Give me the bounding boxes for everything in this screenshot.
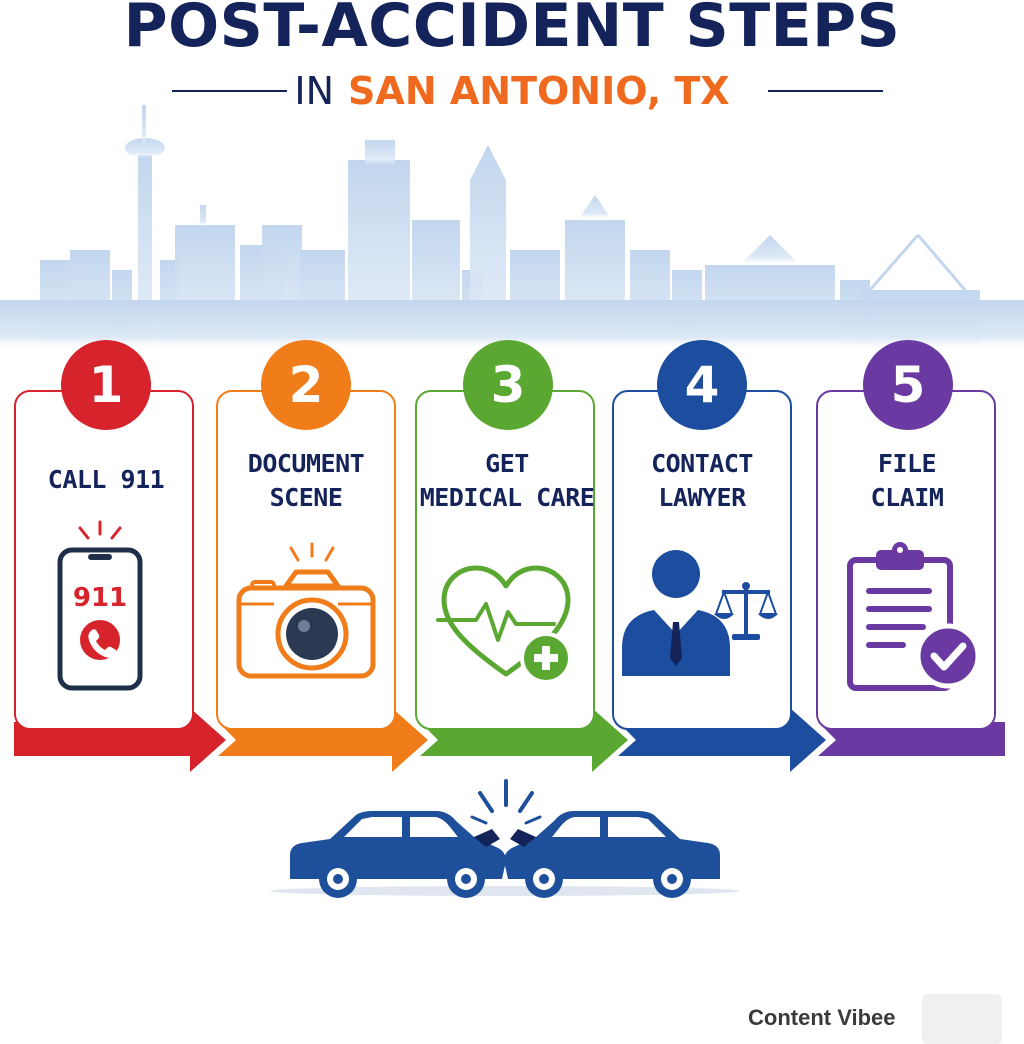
step-label-4-line1: CONTACT (651, 449, 753, 478)
car-collision-illustration (270, 779, 740, 898)
step-label-3: GET MEDICAL CARE (407, 447, 607, 515)
step-label-4: CONTACT LAWYER (602, 447, 802, 515)
lawyer-icon (622, 550, 778, 676)
step-badge-3: 3 (463, 340, 553, 430)
step-label-2: DOCUMENT SCENE (206, 447, 406, 515)
arrow-step-5 (818, 722, 1005, 756)
step-label-5-line2: CLAIM (870, 483, 944, 512)
phone-911-icon: 911 (57, 520, 143, 691)
step-label-3-line2: MEDICAL CARE (419, 483, 595, 512)
step-badge-2: 2 (261, 340, 351, 430)
camera-icon (236, 542, 376, 679)
subtitle-rule-left (172, 90, 287, 92)
phone-911-text: 911 (73, 583, 127, 613)
step-badge-1: 1 (61, 340, 151, 430)
page-title: POST-ACCIDENT STEPS (123, 0, 901, 61)
step-label-1-line1: CALL 911 (47, 465, 165, 494)
step-label-1: CALL 911 (6, 463, 206, 497)
clipboard-check-icon (847, 542, 981, 691)
step-label-4-line2: LAWYER (658, 483, 746, 512)
subtitle-place: SAN ANTONIO, TX (348, 69, 730, 113)
step-label-5-line1: FILE (877, 449, 937, 478)
step-badge-4: 4 (657, 340, 747, 430)
subtitle-prefix: IN (294, 69, 335, 113)
page-subtitle: IN SAN ANTONIO, TX (0, 66, 1024, 116)
subtitle-rule-right (768, 90, 883, 92)
heart-health-icon (436, 565, 572, 684)
step-label-5: FILE CLAIM (807, 447, 1007, 515)
brand-logo (922, 994, 1002, 1044)
step-badge-5: 5 (863, 340, 953, 430)
step-label-2-line1: DOCUMENT (247, 449, 365, 478)
step-label-2-line2: SCENE (269, 483, 343, 512)
city-skyline (0, 105, 1024, 350)
step-label-3-line1: GET (485, 449, 529, 478)
brand-name: Content Vibee (748, 1005, 896, 1030)
